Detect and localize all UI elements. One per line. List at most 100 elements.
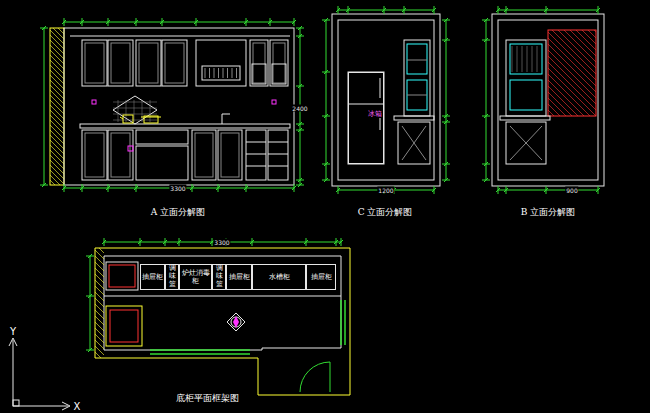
- extension-line: [546, 186, 547, 194]
- ucs-axis: [13, 340, 14, 406]
- extension-line: [482, 40, 490, 41]
- cabinet-box: 调味篮: [165, 264, 179, 290]
- dimension-line: [64, 22, 294, 23]
- extension-line: [40, 185, 48, 186]
- tall-cabinet: [404, 40, 430, 116]
- window-line: [344, 300, 346, 345]
- cabinet-label: 抽屉柜: [142, 273, 163, 281]
- cabinet-label: 炉灶消毒柜: [180, 269, 211, 285]
- extension-line: [86, 296, 94, 297]
- dimension-line: [326, 20, 327, 180]
- counter-edge: [104, 296, 341, 297]
- extension-line: [108, 184, 109, 192]
- cabinet-label: 调味篮: [216, 265, 223, 288]
- door-swing: [300, 362, 330, 392]
- extension-line: [322, 116, 330, 117]
- ucs-arrow: [62, 402, 70, 410]
- glass-panel: [252, 64, 266, 84]
- shelf-rack: [517, 46, 518, 72]
- corner-cabinet-inner: [109, 265, 135, 287]
- shelf-rack: [537, 46, 538, 72]
- extension-line: [64, 18, 65, 26]
- fridge-handle: [380, 78, 381, 98]
- extension-line: [82, 184, 83, 192]
- wall-hatch: [564, 30, 596, 62]
- compass-symbol: [231, 317, 241, 327]
- extension-line: [442, 116, 450, 117]
- extension-line: [218, 184, 219, 192]
- tile-grid: [134, 100, 135, 122]
- extension-line: [108, 18, 109, 26]
- dimension-text: 1200: [377, 187, 394, 194]
- glass-door: [407, 80, 427, 110]
- extension-line: [179, 238, 180, 246]
- dimension-text: 3300: [213, 239, 230, 246]
- hood-grille: [223, 68, 224, 78]
- extension-line: [162, 18, 163, 26]
- shelf-rack: [512, 46, 513, 72]
- hood-grille: [205, 68, 206, 78]
- door-panel: [195, 133, 213, 177]
- wall-inner: [338, 20, 434, 180]
- dimension-line: [498, 190, 598, 191]
- hood-grille: [214, 68, 215, 78]
- tile-grid: [113, 108, 157, 109]
- wall-hatch: [99, 248, 104, 253]
- extension-line: [341, 238, 342, 246]
- wall-inner: [498, 20, 598, 180]
- extension-line: [482, 180, 490, 181]
- wall-hatch: [582, 30, 596, 44]
- door-panel: [85, 133, 104, 177]
- extension-line: [434, 6, 435, 14]
- cabinet-label: 水槽柜: [269, 273, 290, 281]
- dimension-line: [90, 256, 91, 350]
- cabinet-box: 抽屉柜: [140, 264, 165, 290]
- extension-line: [246, 184, 247, 192]
- hood-grille: [232, 68, 233, 78]
- cabinet-door: [270, 40, 288, 86]
- dimension-text: 2400: [291, 105, 308, 112]
- door-panel: [221, 133, 239, 177]
- drawer-line: [246, 154, 266, 155]
- appliance-box: [398, 122, 430, 164]
- extension-line: [306, 238, 307, 246]
- axis-label: X: [73, 401, 82, 412]
- view-title: B 立面分解图: [520, 206, 576, 219]
- wall-hatch: [588, 30, 596, 38]
- door-panel: [111, 43, 130, 83]
- extension-line: [498, 186, 499, 194]
- tile-grid: [126, 100, 127, 122]
- extension-line: [40, 28, 48, 29]
- socket-mark: [128, 146, 133, 151]
- dimension-line: [44, 28, 45, 185]
- wall-hatch: [548, 62, 596, 110]
- shelf-rack: [522, 46, 523, 72]
- cabinet-box: 炉灶消毒柜: [179, 264, 212, 290]
- cabinet-label: 抽屉柜: [311, 273, 332, 281]
- extension-line: [442, 122, 450, 123]
- wall-hatch: [548, 92, 572, 116]
- extension-line: [338, 186, 339, 194]
- extension-line: [322, 72, 330, 73]
- extension-line: [482, 20, 490, 21]
- wall-hatch: [548, 50, 596, 98]
- axis-label: Y: [9, 326, 17, 337]
- wall-hatch: [558, 30, 596, 68]
- extension-line: [140, 238, 141, 246]
- wall-hatch: [50, 180, 55, 185]
- tile-grid: [142, 100, 143, 122]
- extension-line: [442, 180, 450, 181]
- socket-mark: [272, 100, 276, 104]
- drawer-line: [246, 142, 266, 143]
- socket-mark: [92, 100, 96, 104]
- extension-line: [196, 18, 197, 26]
- fridge-plan: [106, 306, 142, 346]
- appliance-cross: [510, 126, 542, 160]
- drawer-stack: [268, 130, 288, 180]
- glass-door: [407, 44, 427, 74]
- extension-line: [598, 186, 599, 194]
- extension-line: [322, 180, 330, 181]
- wall-hatch: [570, 30, 596, 56]
- window-line: [150, 349, 250, 351]
